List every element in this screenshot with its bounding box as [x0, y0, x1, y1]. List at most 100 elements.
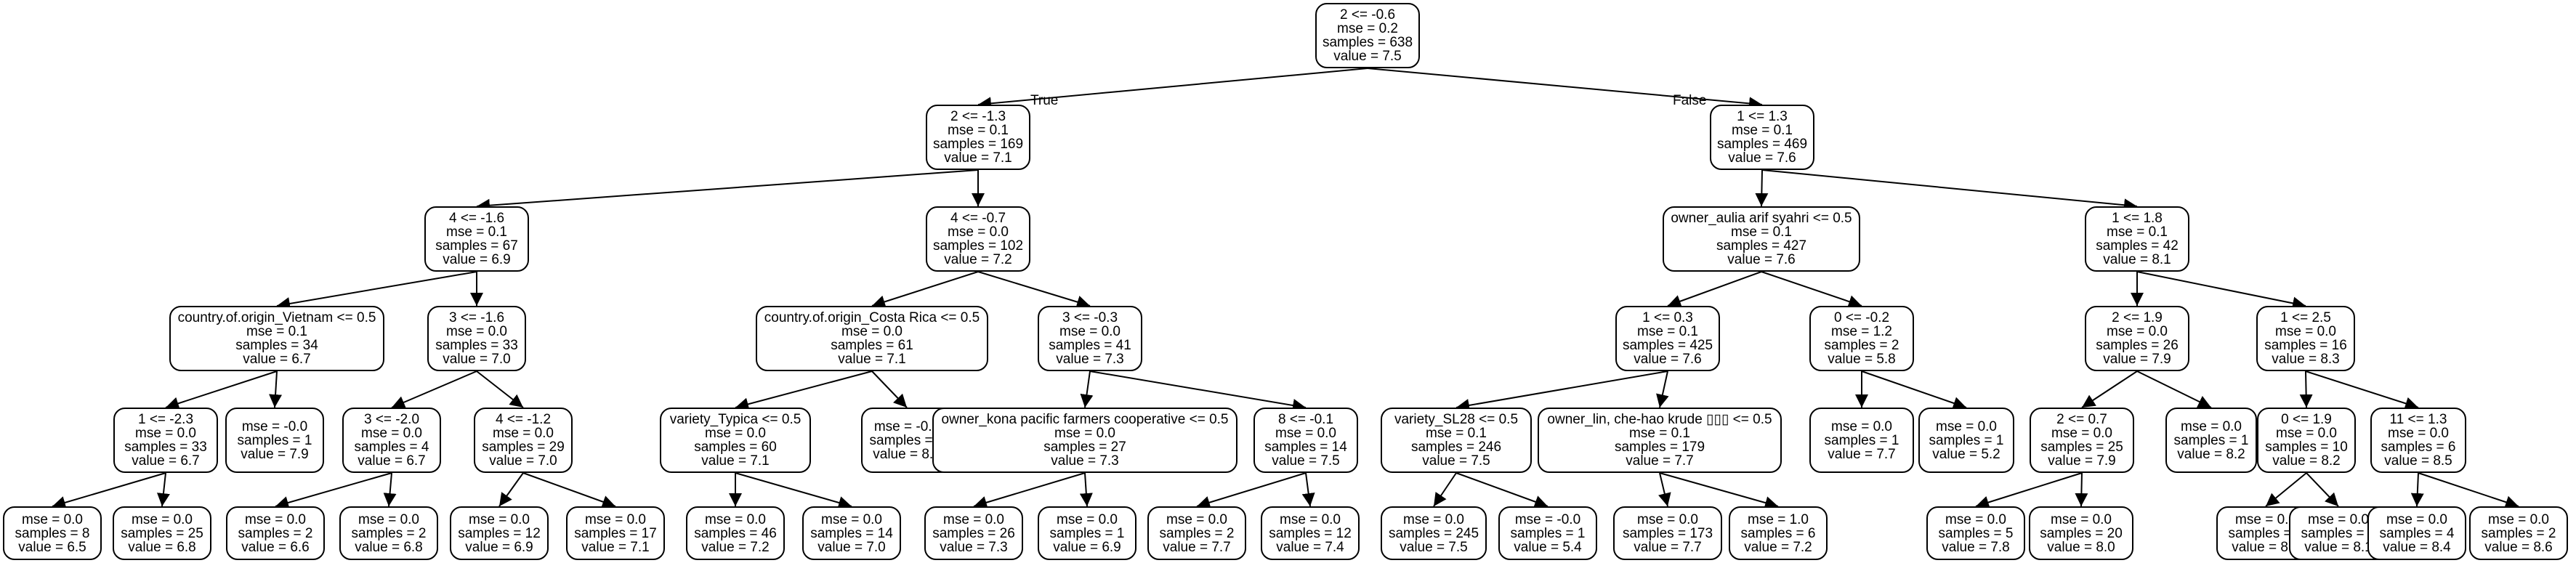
- tree-edge-n15-n32: [156, 472, 170, 507]
- node-text-line: samples = 425: [1622, 338, 1713, 353]
- tree-edge-n12-n26: [1861, 370, 1967, 410]
- node-text-line: mse = 0.0: [705, 426, 766, 441]
- node-text-line: mse = -0.0: [1514, 511, 1581, 527]
- tree-node-n21: owner_kona pacific farmers cooperative <…: [932, 408, 1237, 473]
- node-text-line: mse = -0.0: [873, 418, 940, 434]
- node-text-line: value = 6.8: [128, 539, 196, 555]
- node-text-line: mse = 0.0: [1275, 426, 1336, 441]
- node-text-line: value = 7.1: [581, 539, 650, 555]
- node-text-line: mse = 0.0: [469, 511, 530, 527]
- tree-edge-n30-n52: [2418, 472, 2519, 509]
- tree-edge-n1-n3: [476, 169, 979, 212]
- node-text-line: mse = 0.0: [1936, 418, 1997, 434]
- node-text-line: value = 6.7: [132, 453, 200, 469]
- node-text-line: 3 <= -2.0: [363, 412, 420, 427]
- tree-edge-n17-n34: [383, 472, 397, 507]
- tree-edge-n15-n31: [52, 472, 166, 509]
- tree-edge-n11-n24: [1656, 370, 1669, 408]
- node-text-line: samples = 6: [2381, 440, 2456, 455]
- node-text-line: 2 <= 0.7: [2056, 412, 2107, 427]
- node-text-line: samples = 245: [1388, 525, 1479, 541]
- node-text-line: value = 7.3: [1051, 453, 1119, 469]
- tree-edge-n8-n17: [391, 370, 477, 409]
- tree-edge-n5-n11: [1667, 271, 1762, 308]
- node-text-line: 1 <= -2.3: [137, 412, 194, 427]
- tree-edge-n6-n14: [2136, 271, 2306, 310]
- node-text-line: samples = 67: [435, 238, 518, 254]
- node-text-line: mse = 0.0: [2181, 418, 2242, 434]
- node-text-line: value = 7.7: [1626, 453, 1694, 469]
- node-text-line: samples = 1: [1049, 525, 1125, 541]
- node-text-line: owner_kona pacific farmers cooperative <…: [941, 412, 1229, 427]
- node-text-line: value = 7.1: [838, 352, 906, 367]
- node-text-line: samples = 2: [351, 525, 427, 541]
- node-text-line: samples = 638: [1322, 35, 1413, 50]
- node-text-line: mse = 0.0: [1403, 511, 1464, 527]
- node-text-line: mse = -0.0: [241, 418, 308, 434]
- node-text-line: mse = 0.0: [841, 324, 903, 339]
- tree-edge-n18-n36: [522, 472, 616, 509]
- node-text-line: value = 6.5: [18, 539, 86, 555]
- node-text-line: samples = 12: [1269, 525, 1352, 541]
- node-text-line: 2 <= -1.3: [950, 109, 1006, 124]
- tree-edge-n5-n12: [1761, 271, 1862, 308]
- node-text-line: 1 <= 1.3: [1737, 109, 1788, 124]
- node-text-line: samples = 3: [2301, 525, 2376, 541]
- node-text-line: 4 <= -0.7: [950, 211, 1006, 226]
- node-text-line: value = 6.9: [465, 539, 533, 555]
- tree-edge-n27-n48: [2075, 472, 2088, 507]
- node-text-line: value = 6.9: [443, 252, 511, 267]
- node-text-line: owner_aulia arif syahri <= 0.5: [1671, 211, 1852, 226]
- node-text-line: value = 5.4: [1514, 539, 1582, 555]
- node-text-line: 2 <= -0.6: [1339, 7, 1396, 23]
- tree-edge-n4-n9: [871, 271, 979, 309]
- node-text-line: samples = 14: [810, 525, 893, 541]
- node-text-line: samples = 1: [1929, 432, 2004, 448]
- tree-edge-n10-n21: [1080, 370, 1094, 408]
- tree-edge-n7-n15: [165, 370, 278, 410]
- node-text-line: samples = 1: [869, 432, 945, 448]
- node-text-line: 11 <= 1.3: [2389, 412, 2447, 427]
- false-branch-label: False: [1673, 93, 1707, 108]
- tree-edge-n24-n46: [1659, 472, 1779, 509]
- tree-edge-n21-n40: [1079, 472, 1093, 507]
- node-text-line: samples = 29: [482, 440, 565, 455]
- node-text-line: value = 6.7: [243, 352, 311, 367]
- node-text-line: mse = 0.0: [2386, 511, 2447, 527]
- node-text-line: samples = 1: [237, 432, 312, 448]
- node-text-line: value = 7.3: [940, 539, 1008, 555]
- node-text-line: owner_lin, che-hao krude ▯▯▯ <= 0.5: [1547, 412, 1772, 427]
- node-text-line: 4 <= -1.6: [448, 211, 505, 226]
- node-text-line: mse = 1.0: [1748, 511, 1809, 527]
- node-text-line: mse = 0.0: [2388, 426, 2449, 441]
- node-text-line: mse = 0.0: [132, 511, 193, 527]
- node-text-line: mse = 0.1: [948, 123, 1009, 138]
- node-text-line: value = 7.6: [1728, 150, 1796, 166]
- node-text-line: mse = 0.0: [2051, 426, 2112, 441]
- node-text-line: 2 <= 1.9: [2112, 310, 2163, 325]
- node-text-line: country.of.origin_Costa Rica <= 0.5: [764, 310, 980, 325]
- node-text-line: samples = 2: [1159, 525, 1235, 541]
- node-text-line: mse = 0.0: [1280, 511, 1341, 527]
